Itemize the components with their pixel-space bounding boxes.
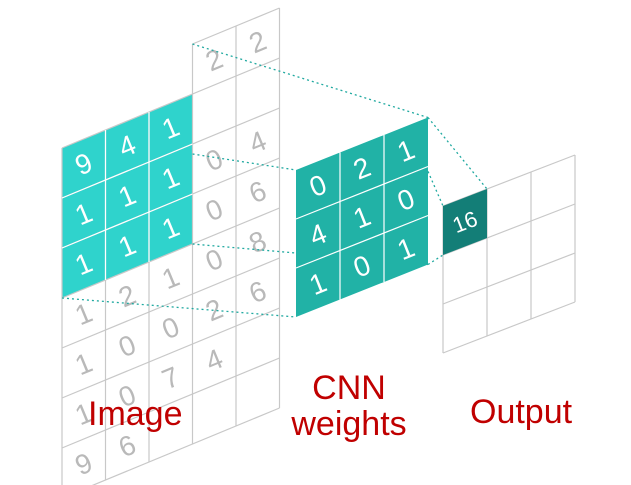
image-grid-line (61, 357, 280, 449)
output-grid-line (442, 301, 576, 354)
output-grid-line (442, 252, 576, 305)
image-cell-digit: 2 (245, 25, 271, 60)
image-cell-digit: 0 (201, 243, 227, 278)
projection-line (427, 117, 488, 190)
image-cell-digit: 1 (71, 297, 97, 332)
image-cell-digit: 4 (201, 343, 227, 378)
cnn-weights-label-line1: CNN (312, 369, 386, 407)
image-cell-digit: 9 (71, 447, 97, 482)
projection-line (192, 43, 429, 119)
image-grid-line (91, 407, 280, 485)
image-cell-digit: 2 (201, 43, 227, 78)
projection-line (427, 254, 444, 266)
image-cell-digit: 8 (245, 225, 271, 260)
image-grid-line (61, 57, 280, 149)
image-highlight-line (61, 193, 193, 249)
image-cell-digit: 7 (158, 361, 184, 396)
image-cell-digit: 6 (114, 429, 140, 464)
image-grid-line (61, 257, 280, 349)
image-cell-digit: 4 (245, 125, 271, 160)
image-label: Image (88, 395, 183, 433)
cnn-weights-label: CNN weights (274, 370, 424, 442)
image-grid-line (61, 307, 280, 399)
image-highlight-region (62, 94, 193, 298)
weights-grid-line (295, 214, 429, 269)
image-highlight-line (61, 143, 193, 199)
image-cell-digit: 0 (114, 329, 140, 364)
image-cell-digit: 2 (114, 279, 140, 314)
image-cell-digit: 0 (201, 193, 227, 228)
projection-line (61, 297, 297, 318)
image-grid-line (192, 7, 280, 45)
projection-line (427, 171, 444, 207)
image-grid-line (61, 207, 280, 299)
image-cell-digit: 2 (201, 293, 227, 328)
weights-grid-line (295, 165, 429, 220)
output-label: Output (470, 393, 573, 431)
image-cell-digit: 0 (158, 311, 184, 346)
image-cell-digit: 0 (201, 143, 227, 178)
cnn-weights-label-line2: weights (291, 405, 407, 443)
output-cell-highlight (443, 189, 487, 255)
image-cell-digit: 6 (245, 175, 271, 210)
weights-region (296, 117, 428, 317)
image-cell-digit: 6 (245, 275, 271, 310)
image-cell-digit: 1 (71, 347, 97, 382)
image-cell-digit: 1 (158, 261, 184, 296)
